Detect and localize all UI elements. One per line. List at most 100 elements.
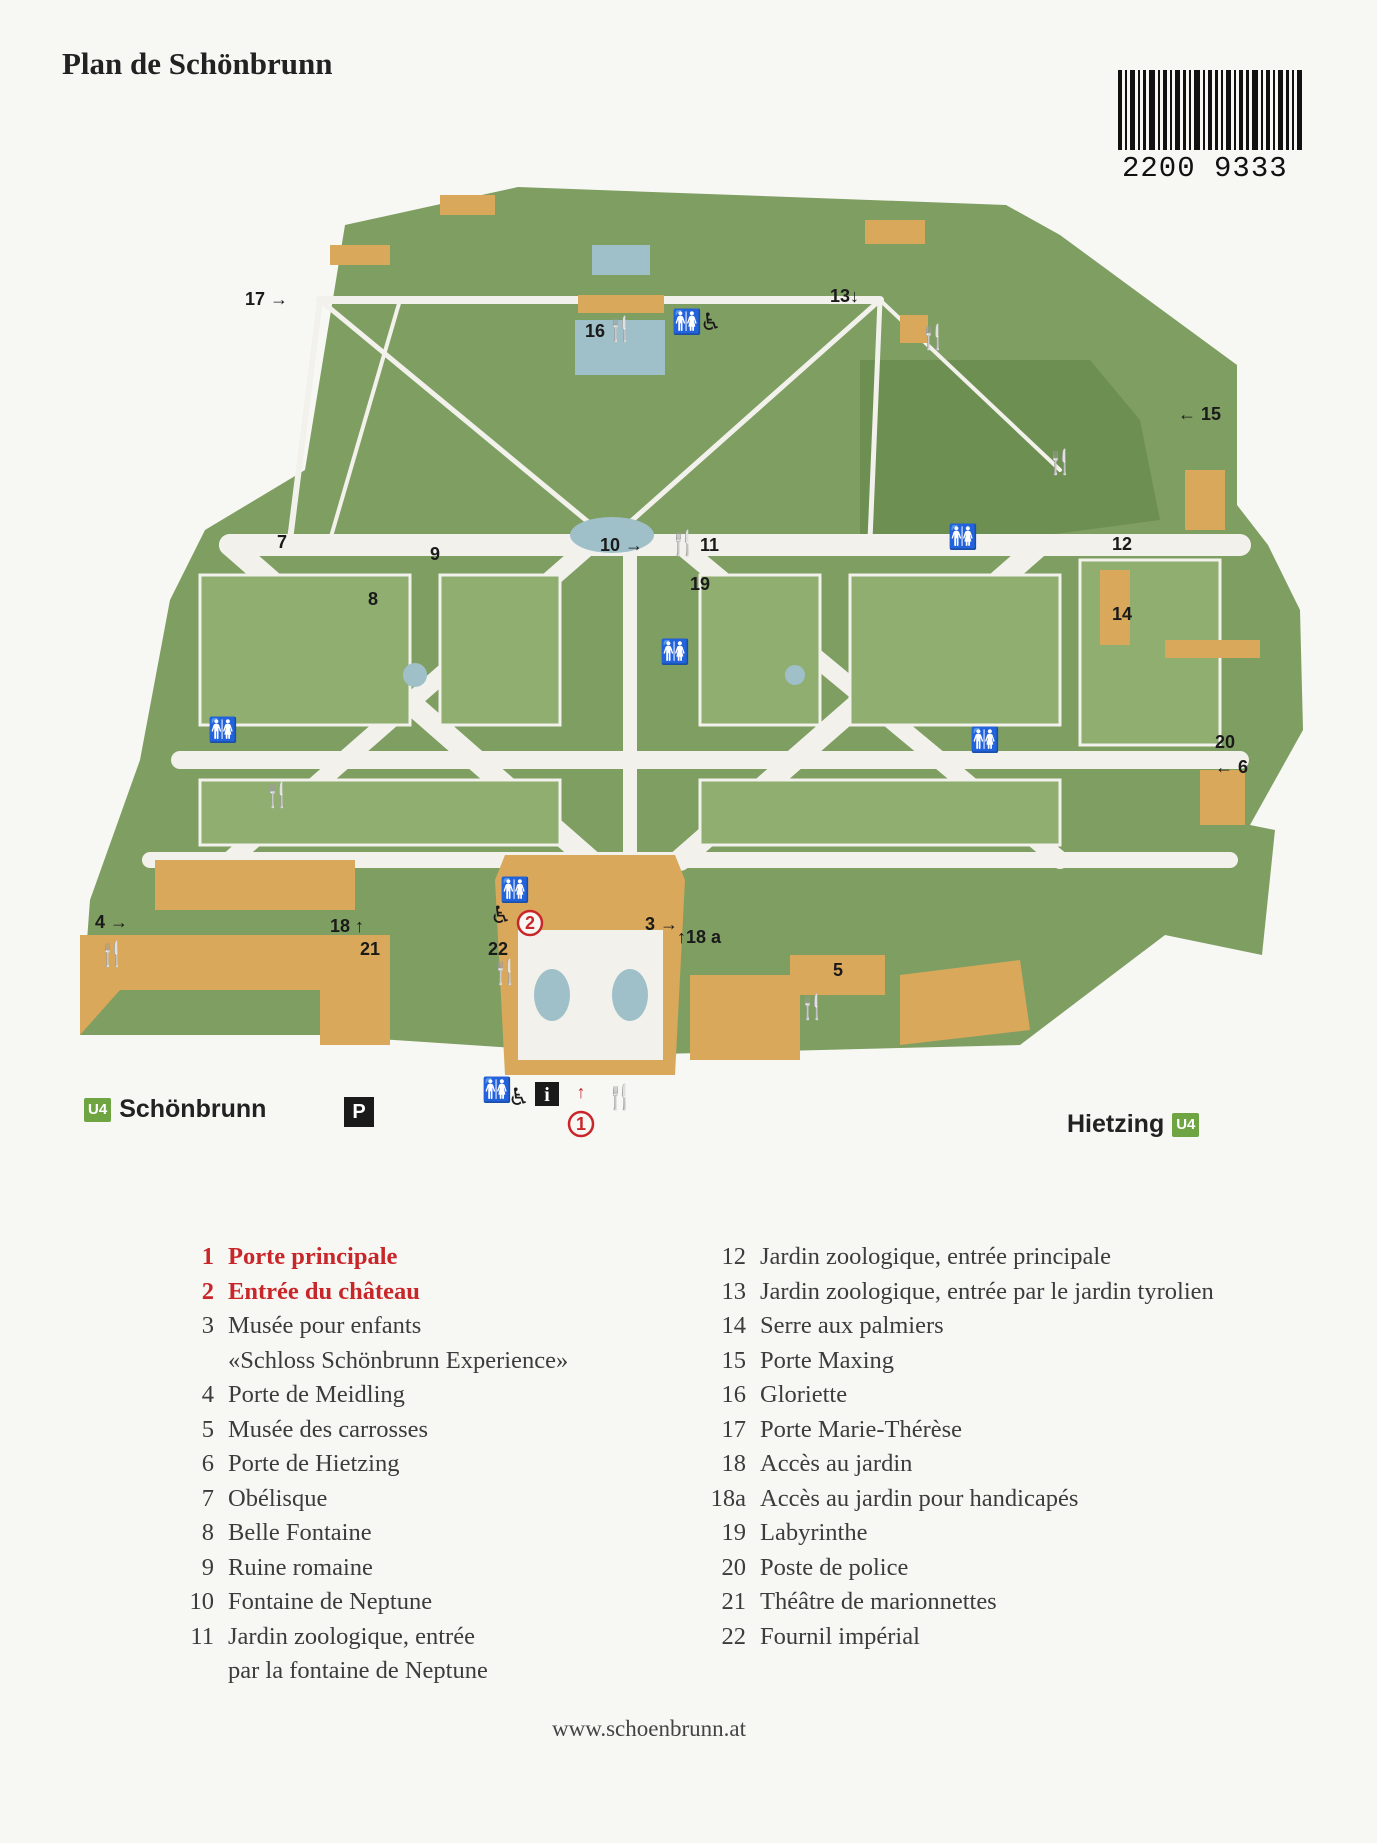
legend-text: par la fontaine de Neptune — [228, 1657, 488, 1684]
legend-number: 1 — [201, 1243, 214, 1270]
station-label: Schönbrunn — [119, 1095, 267, 1123]
legend-number: 22 — [721, 1622, 747, 1650]
legend-number: 12 — [721, 1243, 747, 1270]
legend-text: Porte principale — [228, 1243, 398, 1270]
toilet-icon: 🚻 — [500, 876, 530, 904]
park-map: 17 → 13↓ ← 15 16 7 9 10 → 11 12 19 8 14 … — [80, 187, 1303, 1138]
map-label-19: 19 — [690, 574, 710, 594]
map-label-10: 10 → — [600, 535, 643, 555]
legend-text: Jardin zoologique, entrée par le jardin … — [760, 1277, 1214, 1305]
station-schoenbrunn: U4 Schönbrunn — [84, 1095, 266, 1124]
toilet-icon: 🚻 — [948, 523, 978, 551]
legend-text: Porte Maxing — [760, 1346, 895, 1374]
legend-text: Obélisque — [228, 1484, 328, 1512]
map-label-18a: ↑18 a — [677, 927, 722, 947]
toilet-icon: 🚻 — [970, 726, 1000, 754]
wheelchair-icon: ♿ — [700, 308, 722, 336]
page-title: Plan de Schönbrunn — [62, 46, 333, 81]
svg-text:↑: ↑ — [577, 1082, 586, 1102]
map-label-18: 18 ↑ — [330, 916, 364, 936]
legend-number — [168, 1344, 228, 1379]
legend-item: 6 Porte de Hietzing — [168, 1447, 568, 1482]
map-label-14: 14 — [1112, 604, 1132, 624]
map-label-15: ← 15 — [1178, 404, 1221, 424]
legend-item: 1 Porte principale — [168, 1240, 568, 1275]
wheelchair-icon: ♿ — [490, 901, 512, 929]
legend-number: 6 — [201, 1450, 214, 1477]
info-icon: i — [535, 1082, 559, 1106]
restaurant-icon: 🍴 — [1045, 448, 1075, 476]
legend-item: par la fontaine de Neptune — [168, 1654, 568, 1689]
parterres — [198, 558, 1222, 847]
restaurant-icon: 🍴 — [490, 958, 520, 986]
map-label-7: 7 — [277, 532, 287, 552]
map-label-20: 20 — [1215, 732, 1235, 752]
legend-text: Ruine romaine — [228, 1553, 373, 1581]
restaurant-icon: 🍴 — [797, 993, 827, 1021]
station-label: Hietzing — [1067, 1110, 1165, 1138]
u4-badge: U4 — [84, 1097, 112, 1122]
restaurant-icon: 🍴 — [918, 323, 948, 351]
legend-number: 5 — [201, 1415, 214, 1443]
map-label-13: 13↓ — [830, 286, 859, 306]
map-label-3: 3 → — [645, 914, 678, 934]
toilet-icon: 🚻 — [660, 638, 690, 666]
map-label-4: 4 → — [95, 912, 128, 932]
legend-number: 2 — [201, 1277, 214, 1305]
legend-item: 10 Fontaine de Neptune — [168, 1585, 568, 1620]
legend-item: «Schloss Schönbrunn Experience» — [168, 1344, 568, 1379]
legend-item: 9 Ruine romaine — [168, 1551, 568, 1586]
legend-number: 17 — [721, 1415, 747, 1443]
legend-number: 16 — [721, 1381, 747, 1408]
website-url[interactable]: www.schoenbrunn.at — [552, 1716, 746, 1741]
legend-text: Jardin zoologique, entrée — [228, 1622, 475, 1650]
legend-text: Entrée du château — [228, 1277, 420, 1305]
barcode — [1118, 70, 1302, 150]
map-label-5: 5 — [833, 960, 843, 980]
toilet-icon: 🚻 — [672, 308, 702, 336]
woodland-area — [860, 360, 1160, 540]
parking-icon: P — [344, 1097, 374, 1127]
legend-number: 15 — [721, 1346, 747, 1374]
map-label-17: 17 → — [245, 289, 288, 309]
map-label-21: 21 — [360, 939, 380, 959]
legend-text: Accès au jardin pour handicapés — [760, 1484, 1079, 1512]
restaurant-icon: 🍴 — [668, 529, 698, 557]
wheelchair-icon: ♿ — [508, 1083, 530, 1111]
legend-text: Jardin zoologique, entrée principale — [760, 1243, 1112, 1270]
map-label-16: 16 — [585, 321, 605, 341]
legend-text: Musée pour enfants — [228, 1312, 422, 1339]
barcode-number: 2200 9333 — [1122, 152, 1288, 185]
legend-text: Belle Fontaine — [228, 1519, 372, 1546]
legend-text: Fontaine de Neptune — [228, 1588, 433, 1615]
water — [403, 245, 805, 687]
restaurant-icon: 🍴 — [605, 315, 635, 343]
station-hietzing: Hietzing U4 — [1067, 1110, 1200, 1139]
main-gate-marker: ↑ 1 — [567, 1082, 595, 1138]
legend-number: 20 — [721, 1553, 747, 1581]
restaurant-icon: 🍴 — [262, 781, 292, 809]
legend-number: 19 — [721, 1519, 747, 1546]
legend-number: 10 — [189, 1588, 215, 1615]
legend-item: 15 Porte Maxing — [688, 1344, 1214, 1379]
legend-text: Porte de Hietzing — [228, 1450, 400, 1477]
toilet-icon: 🚻 — [208, 716, 238, 744]
legend-text: Fournil impérial — [760, 1622, 920, 1650]
legend-right: 12 Jardin zoologique, entrée principale 13… — [688, 1240, 1214, 1654]
legend-text: Théâtre de marionnettes — [760, 1588, 997, 1615]
legend-number: 9 — [201, 1553, 214, 1581]
